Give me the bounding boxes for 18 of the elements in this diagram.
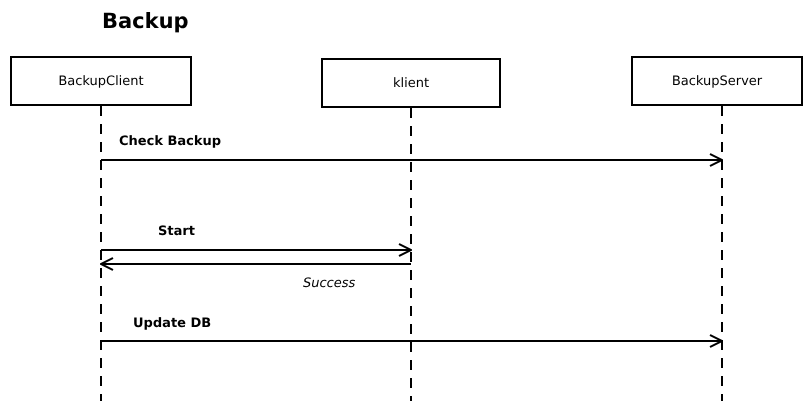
participant-name: BackupServer [672,74,762,88]
participant-name: BackupClient [58,74,144,88]
message-arrow [101,153,723,167]
lifeline [100,106,102,401]
participant-box [631,56,803,106]
lifeline [721,106,723,401]
participant-box [10,56,192,106]
participant-name: klient [392,76,430,90]
lifeline [410,108,412,401]
message-label: Update DB [133,316,212,331]
message-label: Check Backup [119,134,222,149]
diagram-title: Backup [102,9,189,33]
message-arrow [101,334,723,348]
participant-box [321,58,501,108]
message-arrow [101,243,412,257]
message-label: Start [158,224,195,239]
message-arrow [100,257,411,271]
message-label: Success [303,276,356,291]
